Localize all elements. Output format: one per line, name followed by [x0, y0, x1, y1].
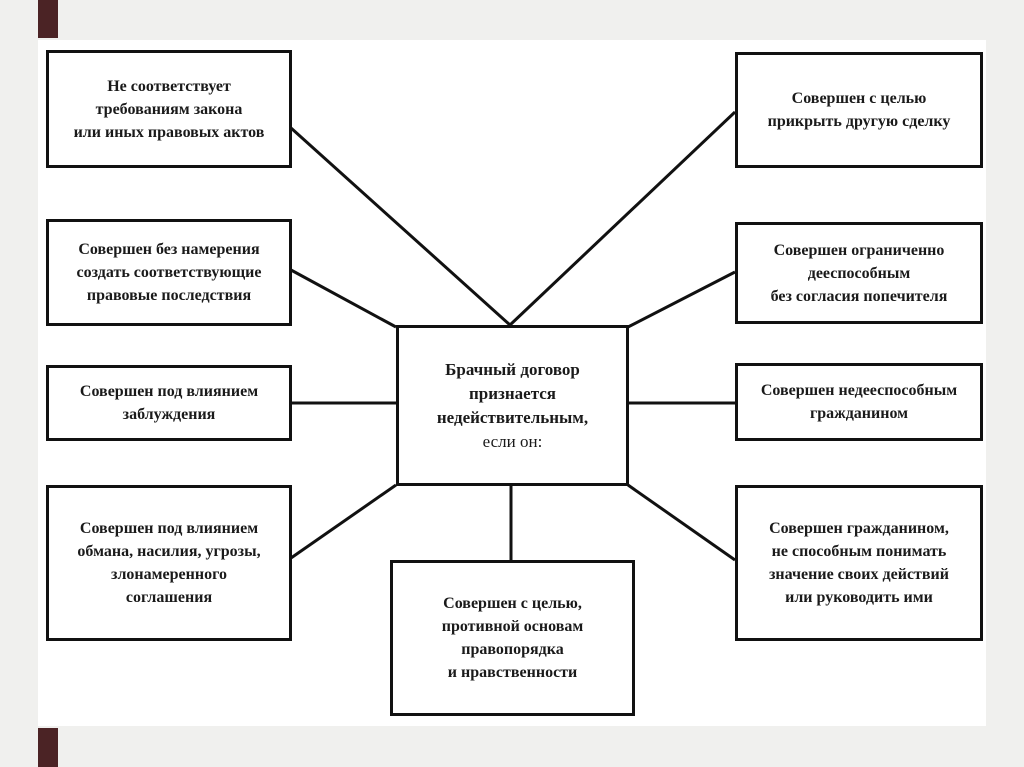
accent-bar-top [38, 0, 58, 38]
condition-text: Совершен ограниченно дееспособным без со… [770, 241, 948, 305]
connector-right-1 [508, 110, 737, 327]
condition-box-left-1: Не соответствует требованиям закона или … [46, 50, 292, 168]
condition-box-left-3: Совершен под влиянием заблуждения [46, 365, 292, 441]
condition-box-right-4: Совершен гражданином, не способным поним… [735, 485, 983, 641]
connector-right-4 [627, 483, 736, 562]
condition-box-left-4: Совершен под влиянием обмана, насилия, у… [46, 485, 292, 641]
condition-box-right-2: Совершен ограниченно дееспособным без со… [735, 222, 983, 324]
central-subtitle: если он: [482, 431, 543, 451]
condition-text: Совершен гражданином, не способным поним… [769, 520, 949, 606]
connector-left-4 [290, 483, 397, 560]
connector-left-2 [290, 268, 397, 329]
condition-text: Совершен с целью прикрыть другую сделку [767, 90, 951, 130]
accent-bar-bottom [38, 728, 58, 767]
condition-box-right-1: Совершен с целью прикрыть другую сделку [735, 52, 983, 168]
condition-text: Совершен под влиянием обмана, насилия, у… [77, 520, 261, 606]
condition-text: Совершен с целью, противной основам прав… [441, 595, 584, 681]
condition-text: Совершен недееспособным гражданином [760, 382, 958, 422]
condition-text: Не соответствует требованиям закона или … [73, 77, 265, 141]
condition-text: Совершен без намерения создать соответст… [76, 241, 262, 304]
connector-right-2 [627, 270, 736, 329]
central-title: Брачный договор признается недействитель… [436, 359, 589, 427]
condition-text: Совершен под влиянием заблуждения [79, 383, 259, 423]
condition-box-right-3: Совершен недееспособным гражданином [735, 363, 983, 441]
central-box: Брачный договор признается недействитель… [396, 325, 629, 486]
condition-box-bottom: Совершен с целью, противной основам прав… [390, 560, 635, 716]
condition-box-left-2: Совершен без намерения создать соответст… [46, 219, 292, 326]
connector-left-1 [289, 126, 512, 327]
